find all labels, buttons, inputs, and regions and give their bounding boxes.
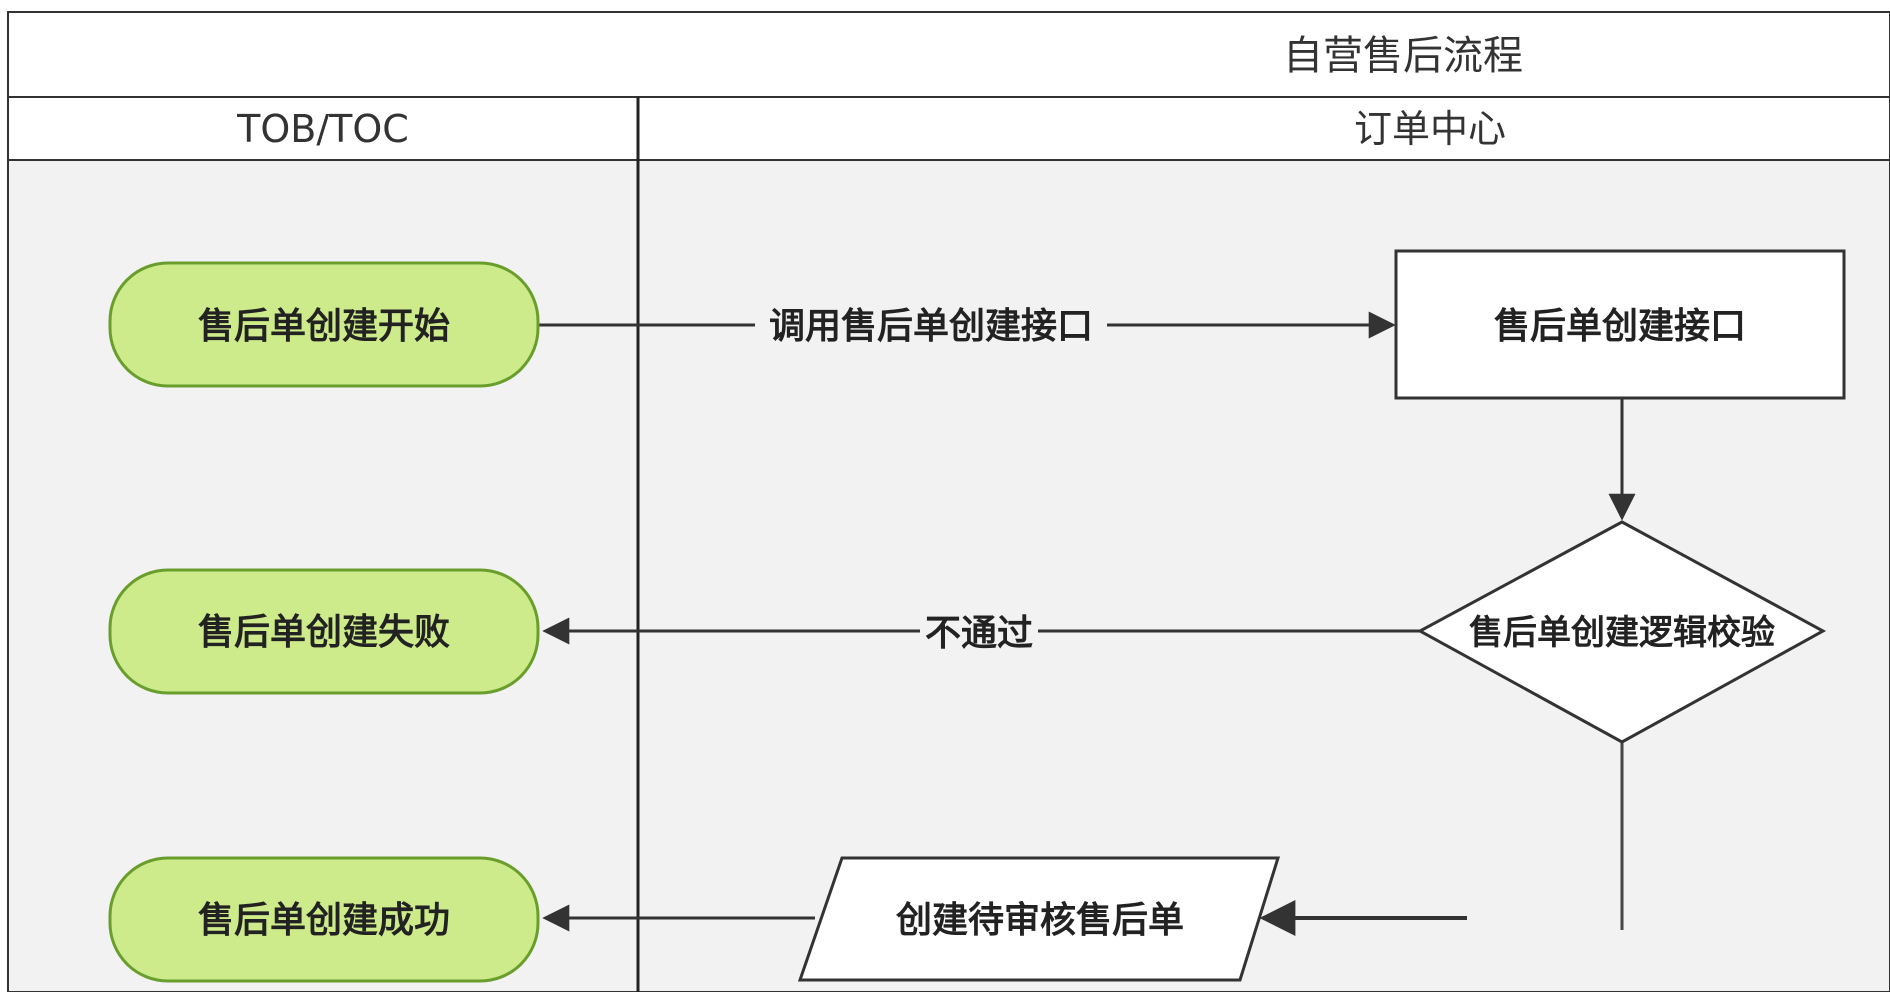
node-pending-label: 创建待审核售后单	[896, 900, 1184, 941]
lane-header-order-label: 订单中心	[1354, 107, 1506, 151]
lane-header-tob	[7, 96, 639, 161]
edge-reject-label: 不通过	[925, 613, 1033, 654]
edge-call-label-bg	[755, 300, 1107, 350]
lane-header-order	[637, 96, 1890, 161]
title-row	[7, 11, 1890, 98]
node-start	[108, 261, 540, 388]
edge-reject-label-bg	[920, 606, 1038, 656]
node-fail-label: 售后单创建失败	[198, 612, 450, 653]
node-success-label: 售后单创建成功	[198, 900, 450, 941]
node-api-label: 售后单创建接口	[1494, 306, 1746, 347]
node-validate	[1416, 520, 1827, 744]
node-validate-label: 售后单创建逻辑校验	[1469, 613, 1775, 653]
node-fail	[108, 568, 540, 695]
edge-call-label: 调用售后单创建接口	[769, 306, 1093, 347]
node-api	[1394, 249, 1846, 400]
node-pending	[797, 856, 1281, 982]
lane-header-tob-label: TOB/TOC	[236, 107, 409, 151]
node-success	[108, 856, 540, 983]
diagram-title: 自营售后流程	[1283, 33, 1523, 79]
node-start-label: 售后单创建开始	[198, 306, 450, 347]
